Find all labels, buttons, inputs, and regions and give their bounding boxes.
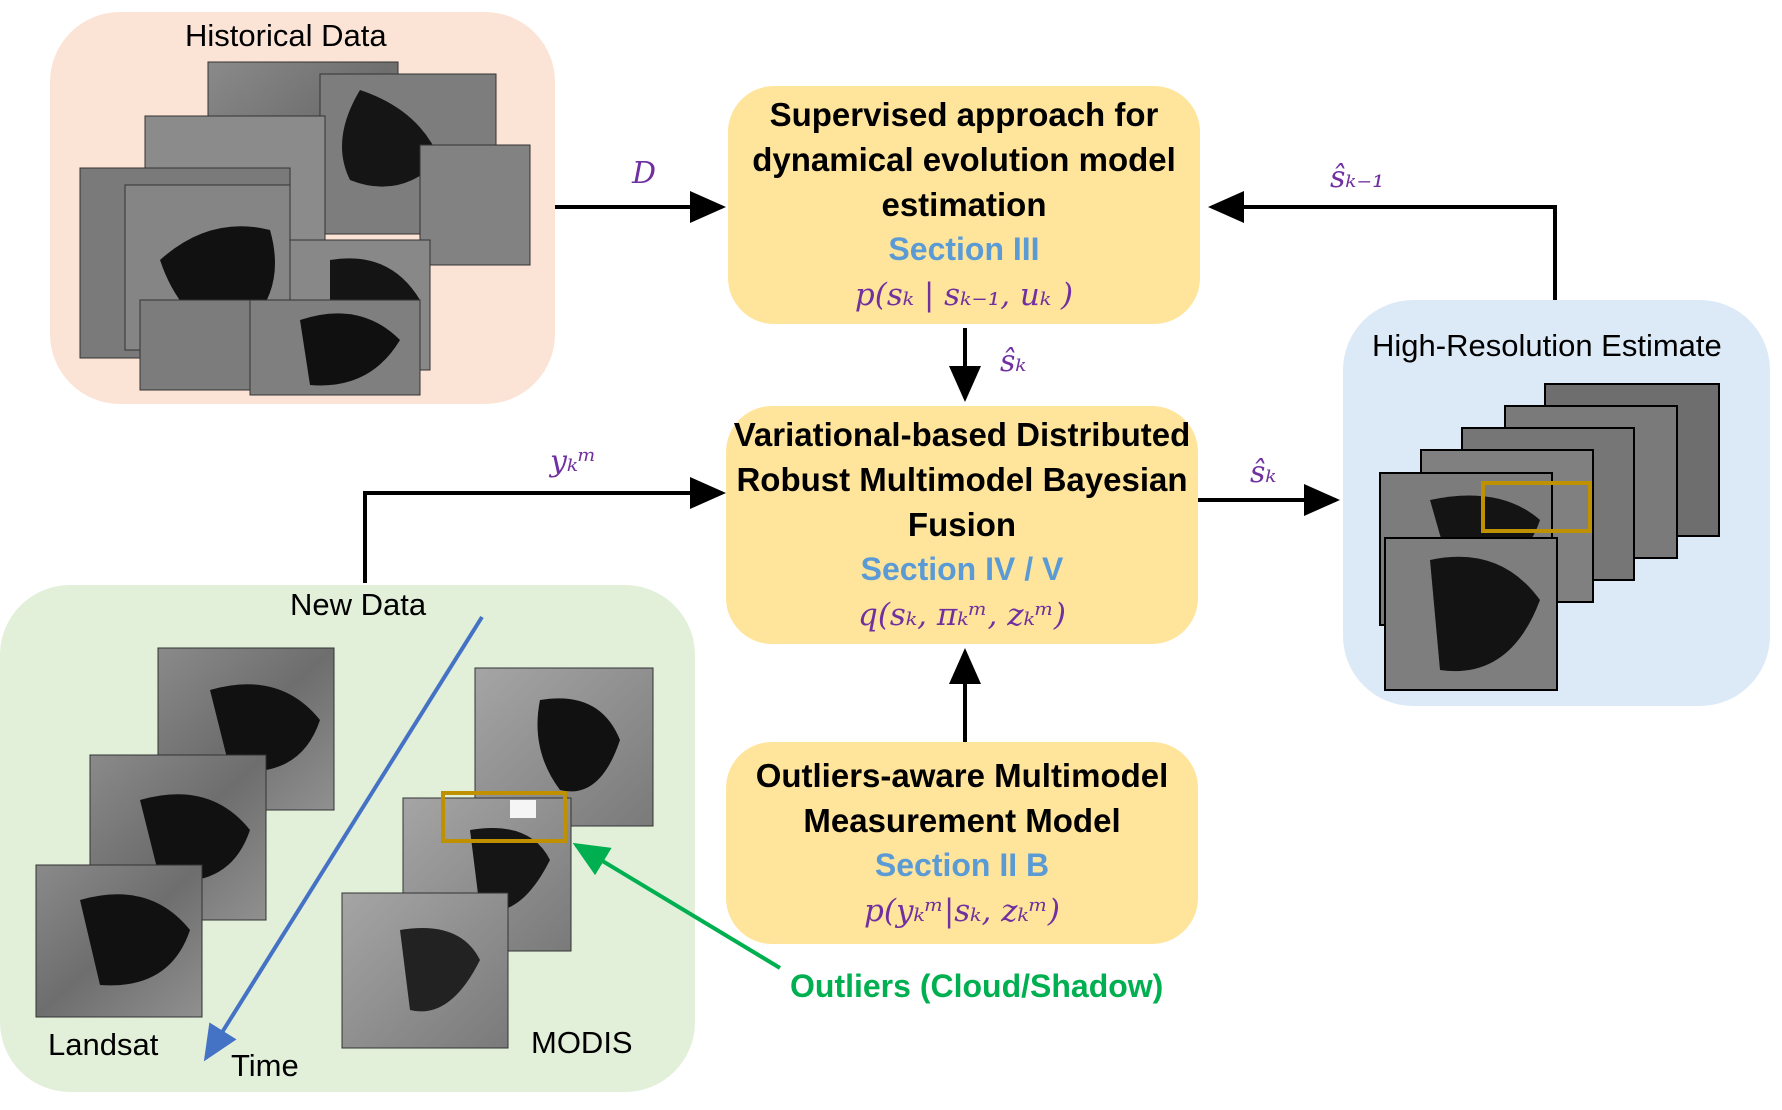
historical-data-label: Historical Data — [185, 18, 387, 53]
fusion-title-line-1: Variational-based Distributed — [733, 416, 1191, 453]
arrow-outliers-label-to-modis — [572, 842, 782, 970]
historical-image-stack — [79, 61, 531, 396]
arrow-feedback-to-supervised — [1208, 191, 1557, 300]
fusion-title-line-2: Robust Multimodel Bayesian — [736, 461, 1188, 498]
edge-label-s-hat-down: ŝₖ — [1000, 344, 1027, 379]
estimate-highlight-box — [1481, 481, 1592, 533]
time-label: Time — [231, 1048, 299, 1083]
outliers-section: Section II B — [874, 846, 1050, 883]
connector-arrows — [363, 191, 1557, 970]
new-data-label: New Data — [290, 587, 427, 622]
outliers-title-line-2: Measurement Model — [803, 801, 1121, 839]
edge-label-s-prev: ŝₖ₋₁ — [1330, 160, 1385, 195]
supervised-title-line-1: Supervised approach for — [769, 96, 1159, 133]
modis-label: MODIS — [531, 1025, 633, 1060]
fusion-box: Variational-based Distributed Robust Mul… — [726, 406, 1198, 644]
supervised-section: Section III — [888, 231, 1040, 267]
edge-label-d: D — [632, 156, 657, 191]
fusion-title-line-3: Fusion — [907, 506, 1017, 543]
supervised-title-line-3: estimation — [881, 186, 1047, 223]
outliers-label: Outliers (Cloud/Shadow) — [790, 968, 1164, 1004]
landsat-image-stack — [35, 647, 335, 1018]
supervised-title-line-2: dynamical evolution model — [752, 141, 1176, 178]
supervised-equation: p(sₖ | sₖ₋₁, uₖ ) — [854, 277, 1074, 313]
estimate-label: High-Resolution Estimate — [1372, 328, 1722, 363]
fusion-section: Section IV / V — [860, 551, 1064, 587]
modis-image-stack — [341, 667, 654, 1049]
landsat-label: Landsat — [48, 1027, 159, 1062]
estimate-image-stack — [1379, 383, 1720, 691]
supervised-model-box: Supervised approach for dynamical evolut… — [728, 86, 1200, 324]
outliers-equation: p(yₖᵐ|sₖ, zₖᵐ) — [864, 892, 1060, 929]
edge-label-y-m: yₖᵐ — [550, 444, 597, 479]
outliers-title-line-1: Outliers-aware Multimodel — [755, 756, 1169, 794]
edge-label-s-hat-right: ŝₖ — [1250, 455, 1277, 490]
estimate-panel — [1343, 300, 1770, 706]
historical-data-panel — [50, 12, 555, 404]
outlier-highlight-box — [441, 791, 567, 843]
new-data-panel — [0, 585, 695, 1092]
fusion-equation: q(sₖ, πₖᵐ, zₖᵐ) — [857, 597, 1066, 633]
outliers-model-box: Outliers-aware Multimodel Measurement Mo… — [726, 742, 1198, 944]
arrow-newdata-to-fusion — [363, 477, 726, 583]
time-arrow — [203, 615, 484, 1062]
